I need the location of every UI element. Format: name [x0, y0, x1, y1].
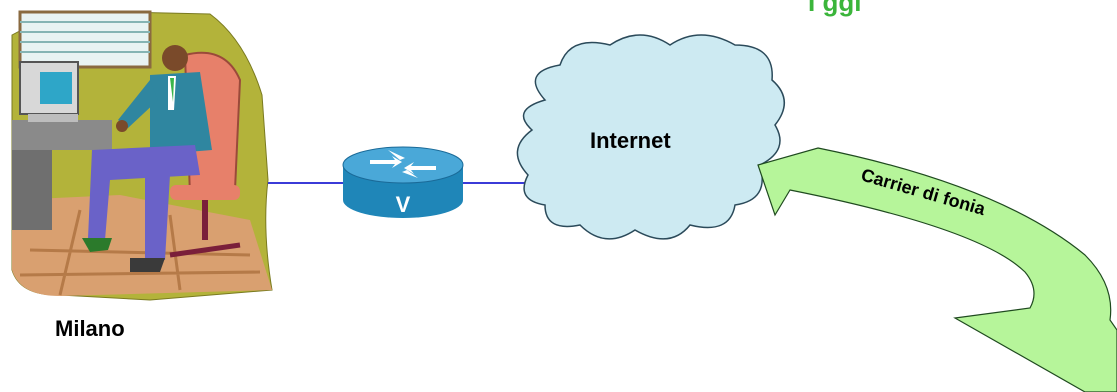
cropped-title-text: I ggi [808, 0, 862, 17]
curved-green-arrow [757, 147, 1117, 392]
milano-label: Milano [55, 316, 125, 341]
office-worker-clipart [11, 10, 273, 301]
internet-cloud [516, 34, 785, 240]
router-glyph: V [396, 192, 411, 217]
internet-label: Internet [590, 128, 671, 153]
voice-router-icon: V [342, 146, 464, 218]
